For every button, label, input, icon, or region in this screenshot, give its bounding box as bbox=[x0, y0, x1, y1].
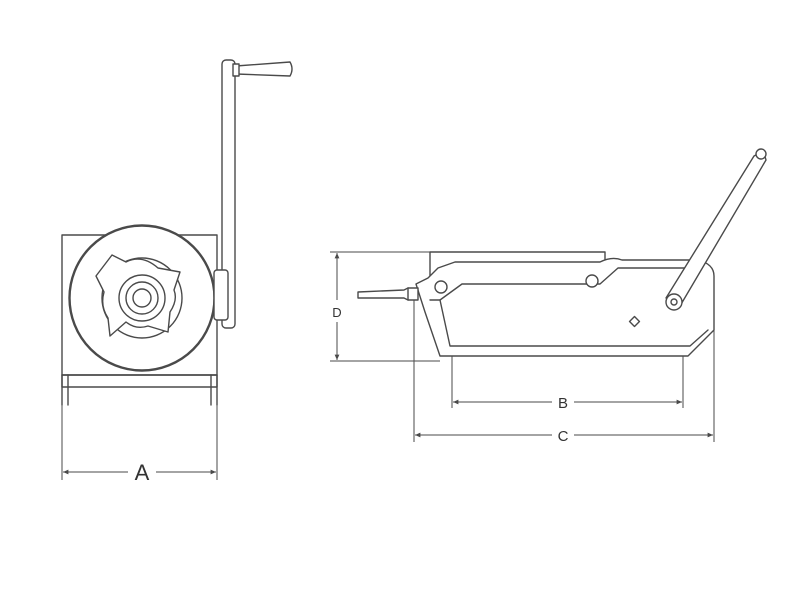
drum-hub bbox=[101, 257, 183, 339]
side-view: D B C bbox=[330, 148, 767, 445]
crank-arm bbox=[221, 59, 236, 329]
axle-ring-mid bbox=[125, 281, 159, 315]
axle-ring-inner bbox=[132, 288, 152, 308]
axle-ring-outer bbox=[118, 274, 166, 322]
front-shaft bbox=[357, 287, 419, 301]
body-ridge bbox=[429, 299, 709, 347]
crank-handle-collar bbox=[232, 63, 240, 77]
dim-c-label: C bbox=[558, 428, 569, 445]
front-view: A bbox=[61, 59, 293, 485]
lever-knob bbox=[755, 148, 767, 160]
bolt-front bbox=[434, 280, 448, 294]
lever-pivot-pin bbox=[670, 298, 678, 306]
bolt-rear bbox=[585, 274, 599, 288]
dim-a-label: A bbox=[135, 460, 150, 485]
lever-arm bbox=[665, 153, 767, 307]
dim-d-label: D bbox=[332, 305, 341, 320]
crank-boss bbox=[213, 269, 229, 321]
crank-handle bbox=[235, 61, 293, 77]
dim-b-label: B bbox=[558, 395, 568, 412]
base-bar bbox=[61, 374, 218, 388]
small-hole bbox=[628, 315, 641, 328]
body-ridge-upper bbox=[439, 267, 691, 301]
lever-pivot bbox=[665, 293, 683, 311]
hub-nut bbox=[95, 254, 181, 337]
